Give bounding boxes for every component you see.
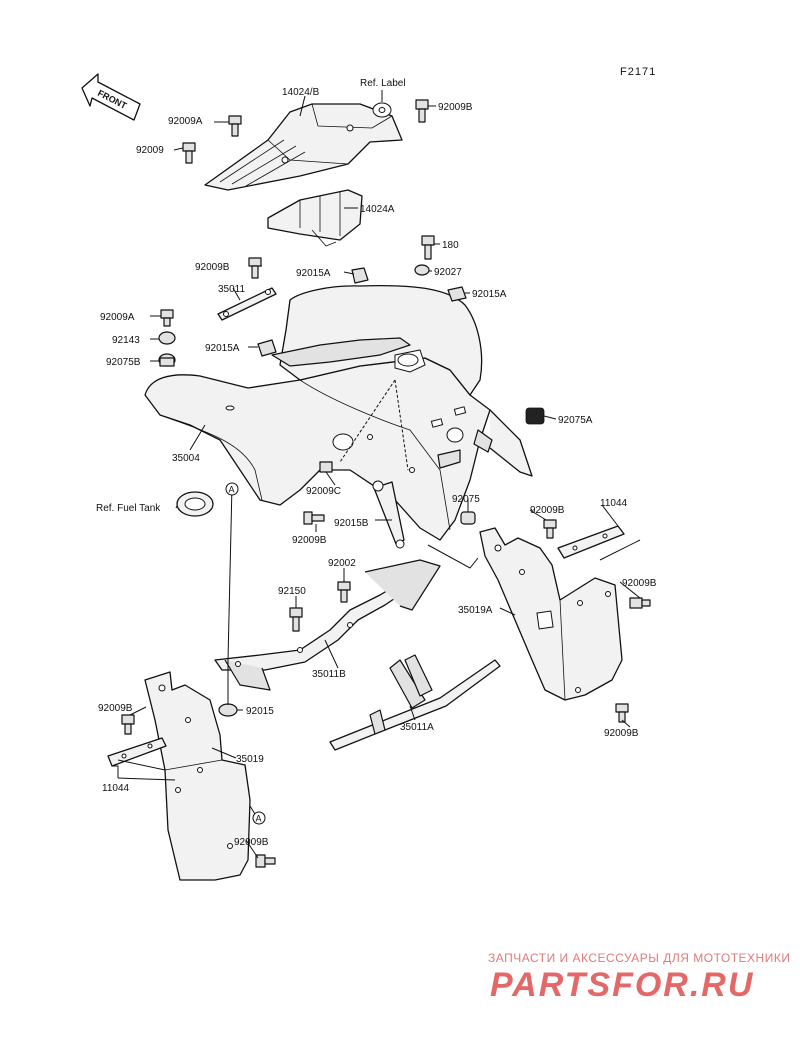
watermark-tagline: ЗАПЧАСТИ И АКСЕССУАРЫ ДЛЯ МОТОТЕХНИКИ: [488, 951, 790, 965]
plate-11044-left: [107, 737, 167, 767]
stay-35011a: [329, 654, 501, 751]
label-92009b-ml: 92009B: [292, 535, 327, 546]
label-35019: 35019: [236, 754, 264, 765]
label-92009a-left: 92009A: [100, 312, 135, 323]
label-14024b: 14024/B: [282, 87, 320, 98]
label-180: 180: [442, 240, 459, 251]
label-92015: 92015: [246, 706, 274, 717]
label-ref-label: Ref. Label: [360, 78, 406, 89]
label-11044-right: 11044: [600, 498, 628, 509]
label-92009a-top: 92009A: [168, 116, 203, 127]
label-14024a: 14024A: [360, 204, 395, 215]
label-92015b: 92015B: [334, 518, 369, 529]
stay-35011: [217, 287, 277, 321]
figure-code: F2171: [620, 66, 656, 78]
label-92009b-left: 92009B: [195, 262, 230, 273]
label-92009c: 92009C: [306, 486, 341, 497]
ref-marker-a-top-label: A: [229, 485, 235, 495]
rear-flap-35019a: [479, 527, 623, 701]
leader-lines: [112, 90, 641, 859]
label-35019a: 35019A: [458, 605, 493, 616]
rear-fender-35004: [144, 285, 533, 541]
label-ref-fuel-tank: Ref. Fuel Tank: [96, 503, 161, 514]
label-92009b-front-left: 92009B: [98, 703, 133, 714]
label-92009b-far-right: 92009B: [622, 578, 657, 589]
front-flap-35019: [144, 671, 251, 881]
label-35011b: 35011B: [312, 669, 346, 680]
watermark-brand: PARTSFOR.RU: [490, 966, 754, 1004]
label-92002: 92002: [328, 558, 356, 569]
label-35011a: 35011A: [400, 722, 434, 733]
label-92009-top: 92009: [136, 145, 164, 156]
label-92015a-right: 92015A: [472, 289, 507, 300]
label-92075: 92075: [452, 494, 480, 505]
label-92009b-bottom-right: 92009B: [604, 728, 639, 739]
fuel-tank-grommet: [176, 491, 214, 517]
label-92009b-rr: 92009B: [530, 505, 565, 516]
label-92009b-top: 92009B: [438, 102, 473, 113]
label-35011: 35011: [218, 284, 246, 295]
label-92009b-bottom: 92009B: [234, 837, 269, 848]
ref-label-washer: [372, 102, 392, 118]
label-92075b: 92075B: [106, 357, 141, 368]
plate-11044-right: [557, 525, 625, 559]
label-92027: 92027: [434, 267, 462, 278]
label-92015a-mid: 92015A: [296, 268, 331, 279]
label-11044-left: 11044: [102, 783, 130, 794]
bracket-14024b: [204, 103, 403, 191]
watermark: ЗАПЧАСТИ И АКСЕССУАРЫ ДЛЯ МОТОТЕХНИКИ PA…: [488, 951, 790, 1004]
label-92143: 92143: [112, 335, 140, 346]
ref-marker-a-top: A: [225, 482, 239, 496]
bracket-14024a: [267, 189, 363, 247]
ref-marker-a-bottom: A: [252, 811, 266, 825]
label-92150: 92150: [278, 586, 306, 597]
stay-35011b: [214, 559, 441, 691]
part-labels: 14024/B Ref. Label 92009B 92009A 92009 1…: [96, 78, 657, 848]
fasteners: [121, 99, 651, 868]
label-92015a-left: 92015A: [205, 343, 240, 354]
label-92075a: 92075A: [558, 415, 593, 426]
front-arrow-icon: FRONT: [81, 73, 141, 121]
rod-92015b: [372, 480, 405, 549]
label-35004: 35004: [172, 453, 200, 464]
ref-marker-a-bottom-label: A: [256, 814, 262, 824]
